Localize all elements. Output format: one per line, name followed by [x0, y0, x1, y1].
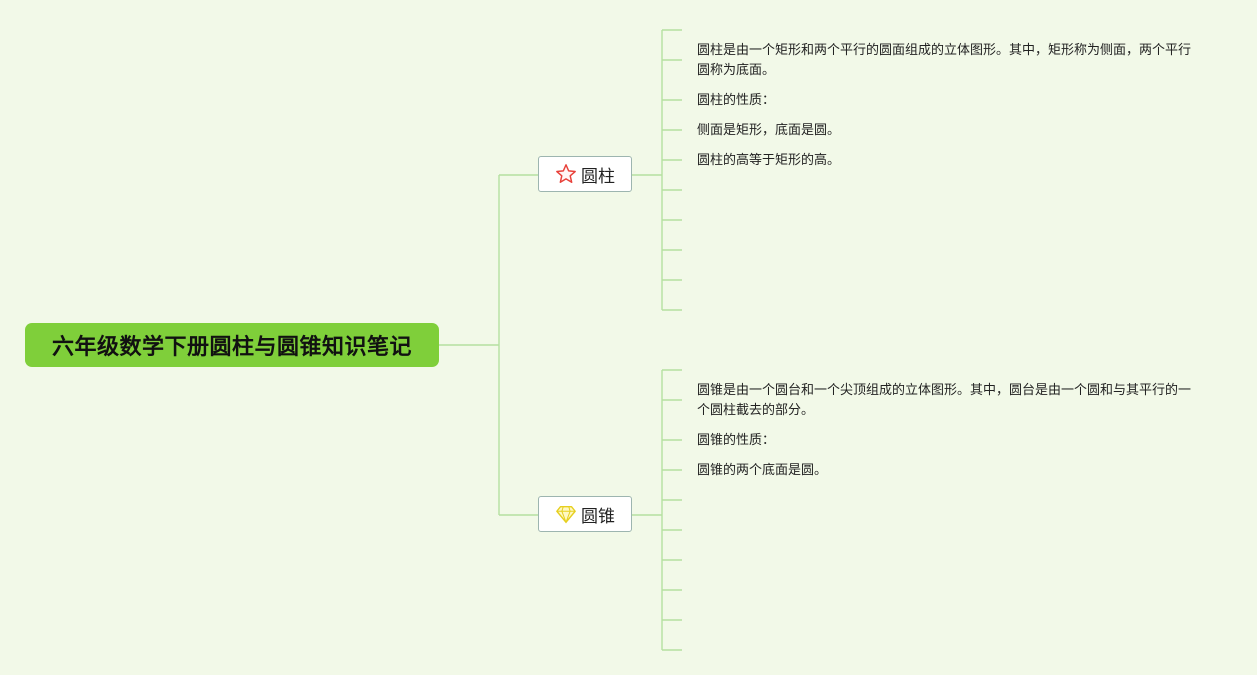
note-cylinder-property-2[interactable]: 圆柱的高等于矩形的高。 — [697, 153, 841, 168]
branch-topic-label: 圆锥 — [581, 506, 615, 527]
note-cone-definition[interactable]: 圆锥是由一个圆台和一个尖顶组成的立体图形。其中，圆台是由一个圆和与其平行的一个圆… — [697, 383, 1192, 418]
diamond-icon — [555, 503, 577, 525]
note-cone-property-1[interactable]: 圆锥的两个底面是圆。 — [697, 463, 828, 478]
root-topic[interactable]: 六年级数学下册圆柱与圆锥知识笔记 — [25, 323, 439, 367]
note-cylinder-definition[interactable]: 圆柱是由一个矩形和两个平行的圆面组成的立体图形。其中，矩形称为侧面，两个平行圆称… — [697, 43, 1192, 78]
branch-topic-cylinder[interactable]: 圆柱 — [538, 156, 632, 192]
note-cone-properties-heading[interactable]: 圆锥的性质： — [697, 433, 776, 448]
note-cylinder-properties-heading[interactable]: 圆柱的性质： — [697, 93, 776, 108]
note-cylinder-property-1[interactable]: 侧面是矩形，底面是圆。 — [697, 123, 841, 138]
star-icon — [555, 163, 577, 185]
branch-topic-cone[interactable]: 圆锥 — [538, 496, 632, 532]
root-topic-label: 六年级数学下册圆柱与圆锥知识笔记 — [51, 335, 412, 360]
branch-topic-label: 圆柱 — [581, 166, 615, 187]
